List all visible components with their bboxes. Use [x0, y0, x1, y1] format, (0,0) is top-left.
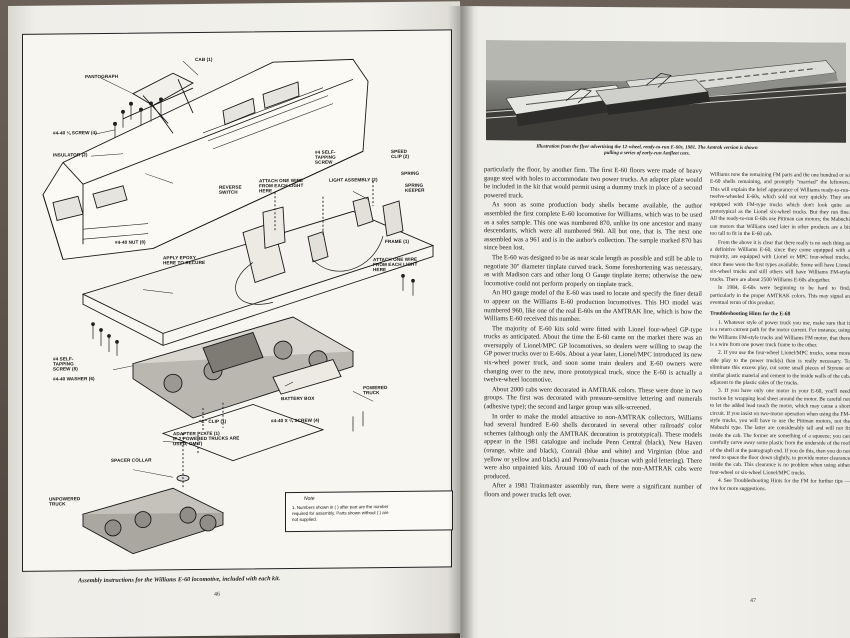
label-spring-keeper: SPRING KEEPER: [405, 182, 425, 193]
label-reverse-switch: REVERSE SWITCH: [219, 184, 242, 195]
label-frame: FRAME (1): [385, 238, 410, 245]
paragraph: About 2000 cabs were decorated in AMTRAK…: [484, 386, 702, 412]
train-photo: [486, 40, 846, 143]
label-spacer-collar: SPACER COLLAR: [111, 457, 152, 463]
hint-item: 4. See Troubleshooting Hints for the FM …: [710, 478, 850, 492]
right-page: Illustration from the flyer advertising …: [460, 6, 850, 638]
paragraph: The majority of E-60 kits sold were fitt…: [484, 324, 702, 384]
label-self-tapping-left: #4 SELF- TAPPING SCREW (8): [53, 356, 78, 372]
train-illustration: [486, 40, 846, 143]
hints-heading: Troubleshooting Hints for the E-60: [710, 311, 791, 318]
assembly-diagram: PANTOGRAPH CAB (1) #4-40 ¼ SCREW (4) INS…: [22, 29, 453, 572]
note-box: Note 1. Numbers shown in ( ) after part …: [285, 490, 453, 533]
left-page: PANTOGRAPH CAB (1) #4-40 ¼ SCREW (4) INS…: [8, 1, 460, 638]
hint-item: 2. If you use the four-wheel Lionel/MPC …: [710, 350, 850, 387]
label-c-clip: "C" CLIP (1): [199, 418, 227, 424]
paragraph: particularly the floor, by another firm.…: [484, 166, 702, 200]
label-cab: CAB (1): [195, 56, 213, 63]
label-speed-clip: SPEED CLIP (2): [391, 148, 410, 159]
label-screw-quarter: #4-40 ¼ SCREW (4): [53, 130, 97, 136]
label-washer: #4-40 WASHER (6): [53, 376, 95, 382]
paragraph: An HO gauge model of the E-60 was used t…: [484, 289, 702, 323]
label-spring: SPRING: [401, 170, 420, 176]
page-number-left: 46: [214, 591, 220, 598]
label-attach-wire-top: ATTACH ONE WIRE FROM EACH LIGHT HERE: [259, 177, 304, 194]
label-attach-wire-bottom: ATTACH ONE WIRE FROM EACH LIGHT HERE: [373, 256, 418, 273]
side-text-column: Williams now the remaining FM parts and …: [710, 172, 850, 495]
open-book: PANTOGRAPH CAB (1) #4-40 ¼ SCREW (4) INS…: [8, 1, 850, 638]
paragraph: In 1984, E-60s were beginning to be hard…: [710, 284, 850, 307]
diagram-caption: Assembly instructions for the Williams E…: [78, 575, 281, 585]
page-number-right: 47: [750, 598, 756, 605]
label-light-assembly: LIGHT ASSEMBLY (2): [329, 177, 378, 183]
book-gutter: [448, 6, 474, 638]
main-text-column: particularly the floor, by another firm.…: [484, 166, 702, 502]
paragraph: After a 1981 Trainmaster assembly run, t…: [484, 482, 702, 499]
paragraph: Williams now the remaining FM parts and …: [710, 171, 850, 238]
hint-item: 3. If you have only one motor in your E-…: [710, 388, 850, 477]
paragraph: In order to make the model attractive to…: [484, 412, 702, 481]
label-unpowered-truck: UNPOWERED TRUCK: [49, 496, 81, 507]
label-pantograph: PANTOGRAPH: [85, 73, 119, 80]
hint-item: 1. Whatever style of power truck you use…: [710, 319, 850, 349]
paragraph: The E-60 was designed to be as near scal…: [484, 254, 702, 288]
exploded-view-drawing: [42, 58, 435, 555]
label-battery-box: BATTERY BOX: [281, 395, 315, 402]
note-line-3: not supplied.: [292, 516, 317, 523]
paragraph: From the above it is clear that there re…: [710, 239, 850, 284]
note-title: Note: [304, 495, 315, 502]
label-apply-epoxy: APPLY EPOXY HERE TO SECURE: [163, 255, 206, 266]
label-adapter-plate: ADAPTER PLATE (1) IF 2 POWERED TRUCKS AR…: [173, 430, 240, 447]
label-insulator: INSULATOR (2): [53, 152, 88, 158]
label-nut: #4-40 NUT (8): [115, 239, 146, 245]
label-powered-truck: POWERED TRUCK: [363, 385, 388, 396]
photo-caption: Illustration from the flyer advertising …: [536, 144, 758, 157]
label-screw-b: #4-40 x ¼ SCREW (4): [271, 417, 320, 424]
label-self-tapping-top: #4 SELF- TAPPING SCREW: [315, 149, 336, 165]
paragraph: As soon as some production body shells b…: [484, 201, 702, 252]
